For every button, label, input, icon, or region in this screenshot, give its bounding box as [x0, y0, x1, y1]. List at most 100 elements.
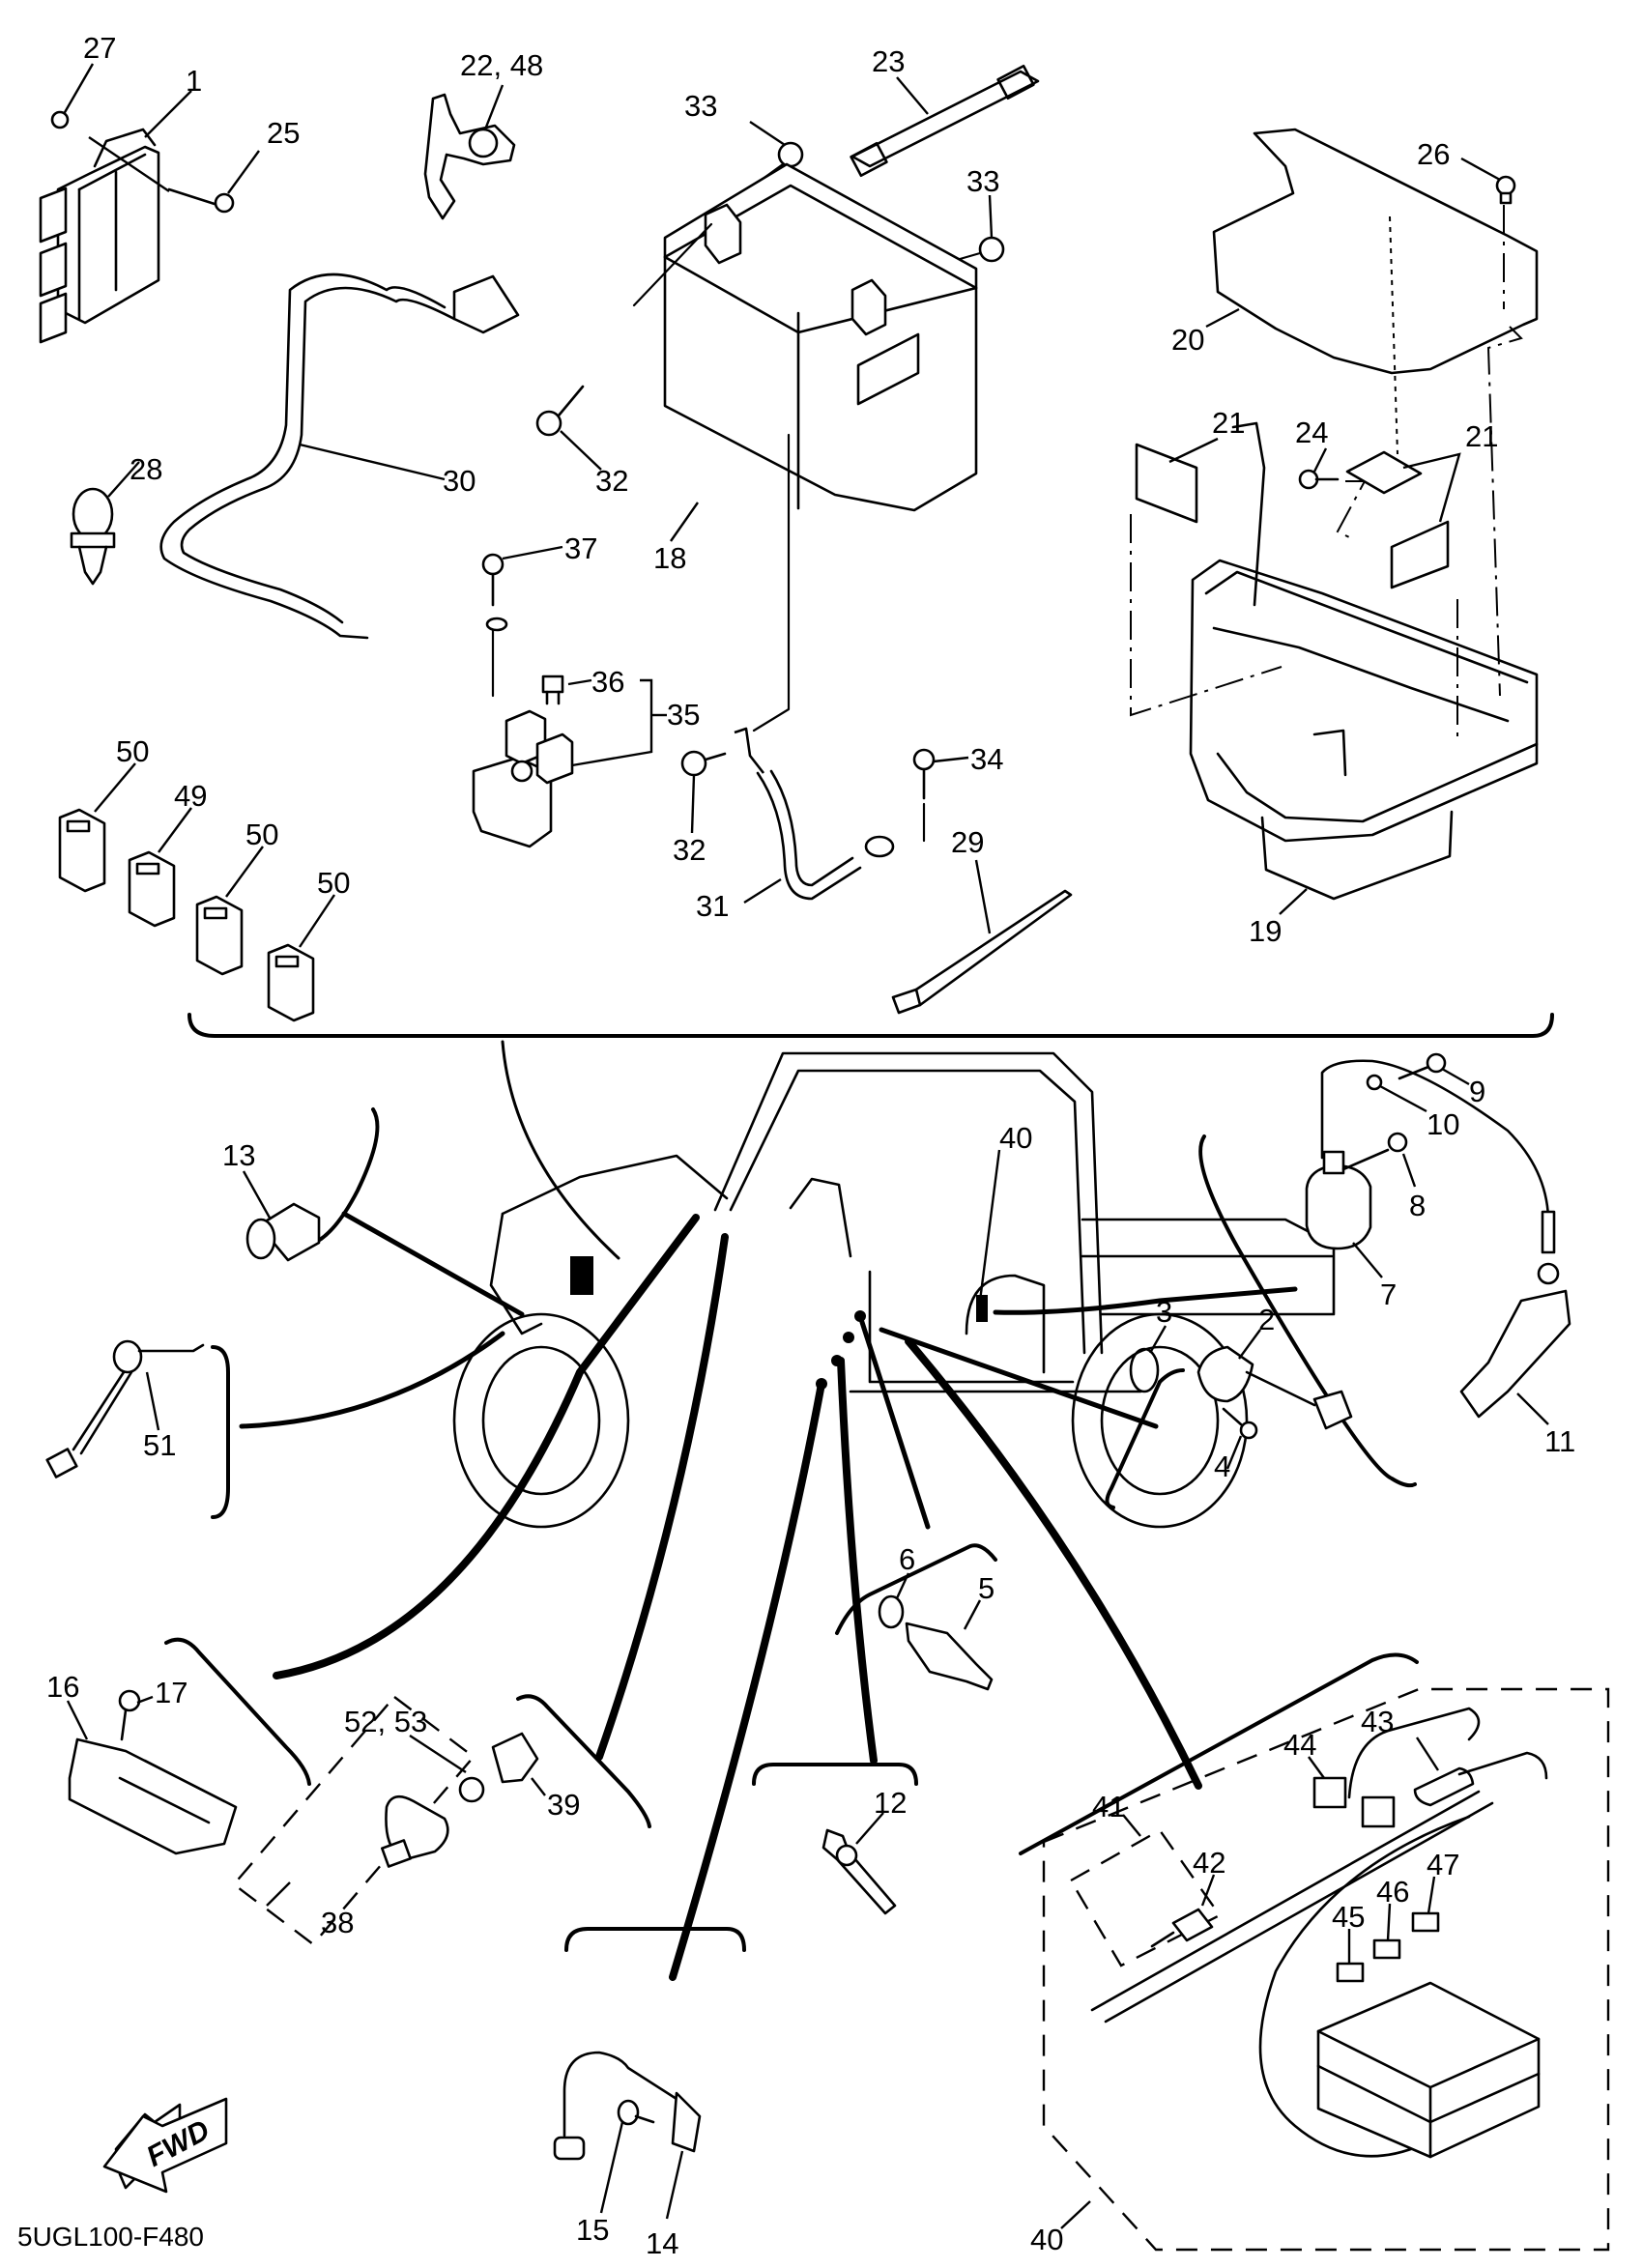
battery-strap-part-23[interactable] — [850, 64, 1040, 178]
connector-cover-part-49[interactable] — [128, 850, 176, 928]
sensor-part-38[interactable] — [381, 1794, 449, 1868]
callout-8: 8 — [1409, 1189, 1426, 1222]
clip-part-26[interactable] — [1495, 175, 1516, 205]
connector-cover-part-50-a[interactable] — [58, 808, 106, 893]
bolt-part-32-lower[interactable] — [680, 750, 727, 777]
pad-part-21-left[interactable] — [1135, 443, 1198, 524]
nut-part-33-left[interactable] — [777, 141, 804, 168]
callout-7: 7 — [1380, 1278, 1397, 1311]
screw-part-9[interactable] — [1398, 1052, 1447, 1080]
fuse-part-46[interactable] — [1372, 1938, 1401, 1960]
cable-tie-part-29[interactable] — [891, 889, 1073, 1015]
callout-51: 51 — [143, 1428, 176, 1462]
callout-34: 34 — [970, 742, 1003, 776]
callout-43: 43 — [1361, 1705, 1394, 1738]
kit-outline-40 — [1042, 1687, 1610, 2252]
callout-31: 31 — [696, 889, 729, 923]
clip-part-28[interactable] — [70, 487, 116, 586]
pad-part-21-top[interactable] — [1345, 450, 1423, 495]
callout-2: 2 — [1258, 1303, 1275, 1336]
sensor-part-2[interactable] — [1196, 1345, 1353, 1430]
bolt-part-24[interactable] — [1298, 469, 1340, 490]
sensor-part-51[interactable] — [45, 1339, 205, 1479]
bolt-part-25[interactable] — [167, 187, 235, 214]
pad-part-21-right[interactable] — [1390, 520, 1450, 589]
callout-27: 27 — [83, 31, 116, 65]
connector-part-42[interactable] — [1150, 1908, 1214, 1948]
cap-part-39[interactable] — [491, 1732, 539, 1784]
control-unit-part[interactable] — [39, 128, 160, 344]
cable-part-30[interactable] — [159, 273, 520, 640]
switch-part-5[interactable] — [905, 1622, 994, 1691]
kit-outline-38 — [232, 1695, 476, 1946]
battery-box-part-19[interactable] — [1189, 421, 1539, 901]
callout-36: 36 — [591, 665, 624, 699]
diode-part-43[interactable] — [1413, 1751, 1548, 1807]
callout-32-lower: 32 — [673, 833, 706, 867]
callout-40-kit: 40 — [1030, 2223, 1063, 2256]
vehicle-overview — [452, 1051, 1336, 1529]
callout-39: 39 — [547, 1788, 580, 1822]
callout-50-c: 50 — [317, 866, 350, 900]
callout-33-left: 33 — [684, 89, 717, 123]
harness-kit-part-40[interactable] — [1090, 1707, 1494, 2158]
callout-13: 13 — [222, 1138, 255, 1172]
callout-26: 26 — [1417, 137, 1450, 171]
nut-part-33-right[interactable] — [978, 236, 1005, 263]
fuse-box-part[interactable] — [1316, 1981, 1541, 2159]
nut-part-52-53[interactable] — [458, 1776, 485, 1803]
callout-32-upper: 32 — [595, 464, 628, 498]
bolt-part-37[interactable] — [481, 553, 508, 698]
callout-35: 35 — [667, 698, 700, 732]
connector-cover-part-50-c[interactable] — [267, 943, 315, 1022]
cable-part-31[interactable] — [734, 727, 895, 901]
callout-28: 28 — [130, 452, 162, 486]
fuse-part-45[interactable] — [1336, 1962, 1365, 1983]
nut-part-27[interactable] — [50, 110, 70, 129]
callout-50-a: 50 — [116, 734, 149, 768]
fwd-arrow-icon — [102, 2097, 228, 2194]
relay-part-44[interactable] — [1312, 1776, 1396, 1828]
bolt-part-8[interactable] — [1341, 1132, 1408, 1171]
callout-11: 11 — [1544, 1424, 1575, 1458]
fuse-part-47[interactable] — [1411, 1911, 1440, 1933]
kit-outline-41 — [1069, 1828, 1222, 1967]
callout-41: 41 — [1092, 1790, 1125, 1823]
ignition-coil-part-7[interactable] — [1305, 1059, 1550, 1250]
bolt-part-34[interactable] — [912, 748, 936, 843]
callout-44: 44 — [1283, 1728, 1316, 1762]
bolt-part-15[interactable] — [617, 2099, 655, 2126]
callout-30: 30 — [443, 464, 476, 498]
battery-part-18[interactable] — [663, 162, 978, 512]
fuse-part-36[interactable] — [541, 675, 564, 705]
sensor-part-14[interactable] — [553, 2051, 702, 2161]
bolt-part-4[interactable] — [1222, 1407, 1258, 1440]
switch-part-13[interactable] — [245, 1202, 321, 1262]
connector-cover-part-50-b[interactable] — [195, 895, 244, 976]
callout-19: 19 — [1249, 914, 1282, 948]
rectifier-regulator-part-16[interactable] — [68, 1737, 238, 1855]
section-brace — [187, 1013, 1554, 1038]
callout-9: 9 — [1469, 1075, 1485, 1108]
callout-50-b: 50 — [245, 818, 278, 851]
clamp-part-22-48[interactable] — [423, 93, 516, 220]
spark-plug-cap-part-11[interactable] — [1459, 1210, 1571, 1419]
callout-22-48: 22, 48 — [460, 48, 543, 82]
washer-part-10[interactable] — [1366, 1074, 1383, 1091]
part-code: 5UGL100-F480 — [17, 2222, 204, 2252]
starter-relay-part-35[interactable] — [472, 709, 574, 848]
spark-plug-part-12[interactable] — [822, 1828, 897, 1915]
callout-20: 20 — [1171, 323, 1204, 357]
callout-40-vehicle: 40 — [999, 1121, 1032, 1155]
o-ring-part-3[interactable] — [1129, 1347, 1160, 1393]
callout-52-53: 52, 53 — [344, 1705, 427, 1738]
battery-cover-part-20[interactable] — [1212, 128, 1539, 375]
bolt-part-17[interactable] — [118, 1689, 141, 1741]
callout-24: 24 — [1295, 416, 1328, 449]
callout-17: 17 — [155, 1676, 187, 1709]
callout-5: 5 — [978, 1571, 994, 1605]
washer-part-6[interactable] — [878, 1594, 905, 1629]
callout-10: 10 — [1427, 1107, 1459, 1141]
bolt-part-32-upper[interactable] — [535, 385, 585, 437]
